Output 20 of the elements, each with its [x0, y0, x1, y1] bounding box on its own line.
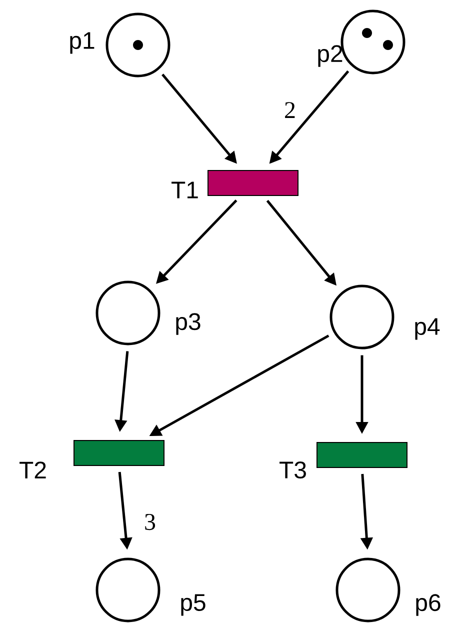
node-label: p3: [176, 313, 200, 335]
transition-bar: [316, 442, 408, 468]
node-label: T2: [20, 462, 46, 478]
edge-label: 3: [145, 514, 156, 530]
node-label: T3: [280, 462, 306, 478]
place-circle: [96, 280, 160, 346]
transition-bar: [208, 170, 298, 196]
place-circle: [340, 10, 406, 74]
place-circle: [336, 558, 400, 622]
node-label: p2: [318, 45, 342, 67]
place-circle: [96, 558, 160, 622]
edge-label: 2: [285, 102, 295, 118]
node-label: p4: [415, 318, 440, 340]
node-label: p6: [416, 594, 440, 616]
place-circle: [106, 12, 170, 78]
node-label: p5: [181, 594, 206, 616]
node-label: T1: [172, 182, 198, 198]
transition-bar: [74, 440, 164, 466]
place-circle: [330, 284, 394, 350]
node-label: p1: [70, 32, 94, 54]
